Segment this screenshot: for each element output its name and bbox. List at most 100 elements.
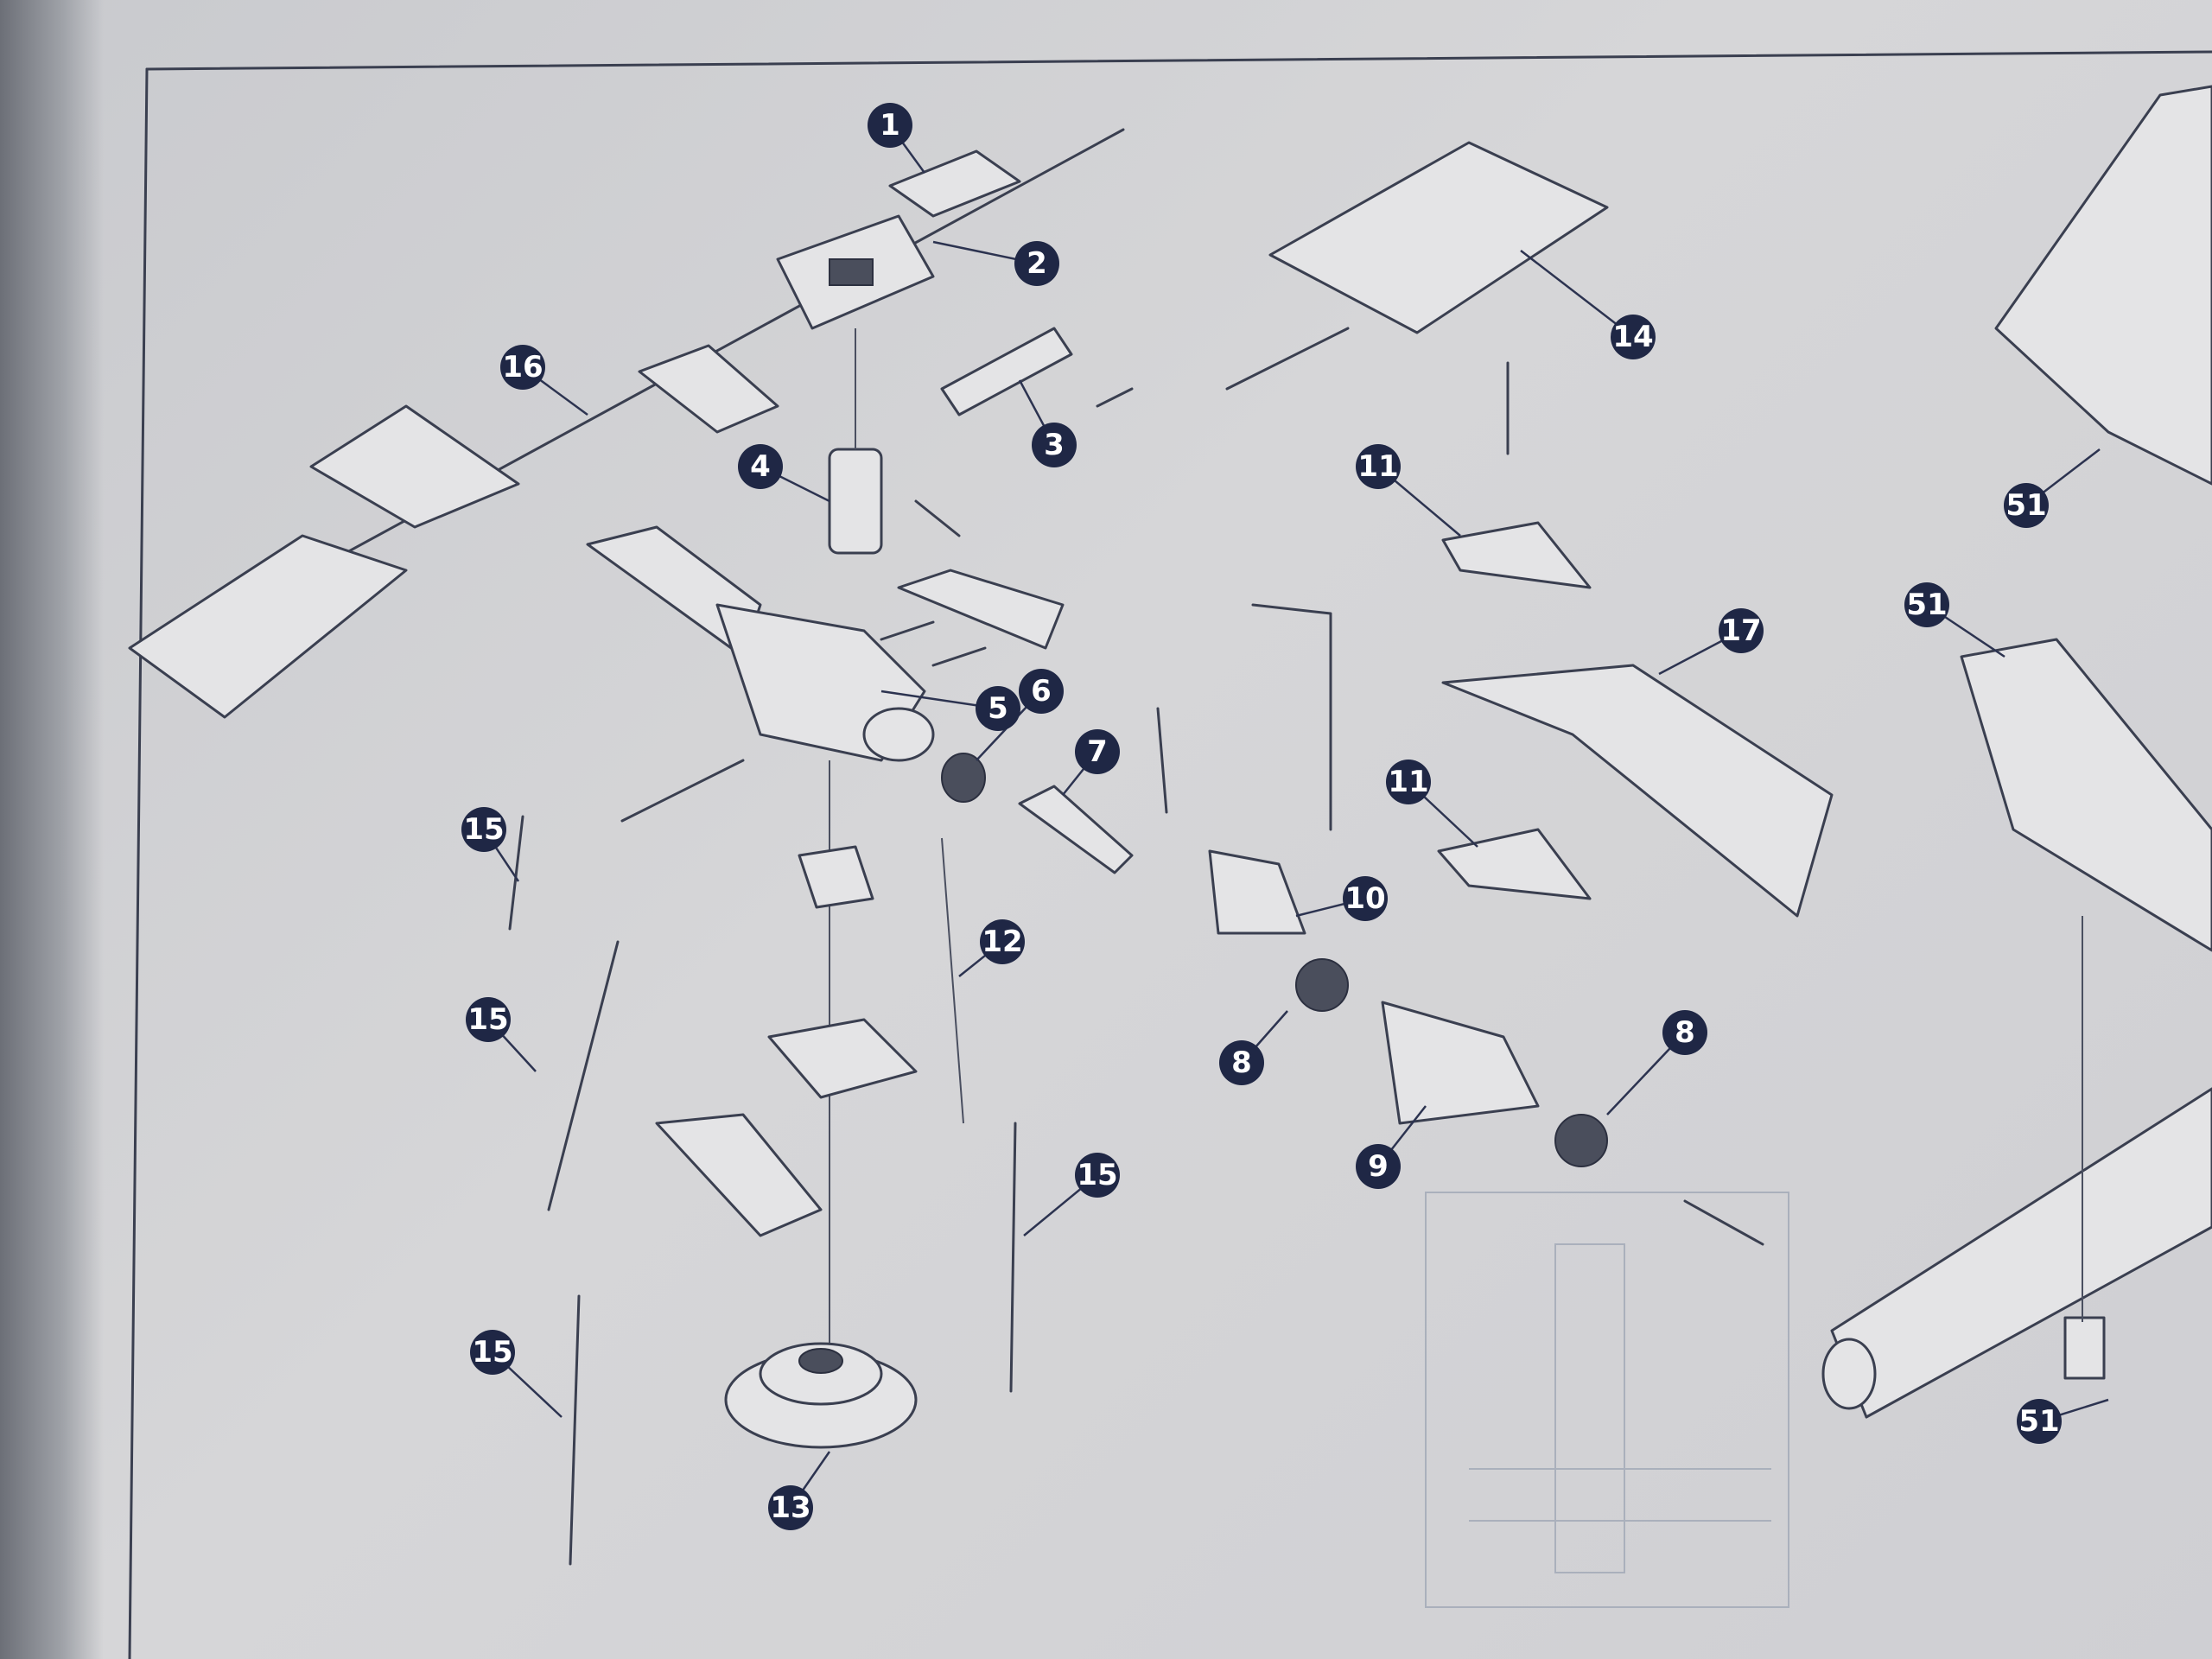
svg-text:9: 9 (1368, 1149, 1389, 1184)
callout-16: 16 (500, 345, 545, 390)
callout-12: 12 (980, 919, 1025, 964)
washout-base (767, 1018, 918, 1099)
callout-15d: 15 (470, 1330, 515, 1375)
tail-bearing-right (1554, 1114, 1608, 1167)
svg-text:15: 15 (467, 1002, 508, 1037)
tail-rotor-hub (1208, 849, 1764, 1246)
pushrod-right (1251, 603, 1332, 831)
callout-15a: 15 (461, 807, 506, 852)
svg-text:14: 14 (1612, 320, 1653, 354)
svg-text:10: 10 (1344, 881, 1385, 916)
callout-6: 6 (1019, 669, 1064, 714)
svg-text:2: 2 (1027, 246, 1047, 281)
tail-hub-bolt (1683, 1199, 1764, 1246)
tail-fin (1441, 664, 1834, 918)
hub-bore (862, 707, 935, 762)
callout-7: 7 (1075, 729, 1120, 774)
callout-5: 5 (976, 686, 1020, 731)
washout-assembly (655, 837, 964, 1237)
svg-text:16: 16 (502, 350, 543, 385)
tail-bearing-left (1295, 958, 1349, 1012)
tail-mounts (1437, 361, 1834, 918)
callout-51c: 51 (2017, 1399, 2062, 1444)
callout-11a: 11 (1356, 444, 1401, 489)
frame-left-border (128, 67, 149, 1659)
flybar-assembly (128, 128, 1125, 719)
damper-rubber (941, 753, 986, 803)
vertical-fin (1994, 85, 2212, 486)
blade-grip-left (586, 525, 762, 658)
spindle-shaft (1018, 785, 1134, 874)
callout-51a: 51 (2004, 483, 2049, 528)
svg-text:15: 15 (472, 1335, 512, 1370)
boom-clamp (2063, 1316, 2106, 1380)
svg-text:4: 4 (750, 449, 771, 484)
background-print-through (1425, 1192, 1789, 1608)
seesaw-parts (776, 149, 1021, 330)
svg-text:51: 51 (2005, 488, 2046, 523)
svg-text:15: 15 (463, 812, 504, 847)
callout-8b: 8 (1662, 1010, 1707, 1055)
svg-text:5: 5 (988, 691, 1008, 726)
flybar-paddle-left (128, 534, 408, 719)
svg-text:51: 51 (1906, 588, 1947, 622)
pushrod-long-center (1009, 1122, 1017, 1393)
pushrod-short (508, 815, 524, 931)
mount-plate-upper (1441, 521, 1592, 589)
svg-text:11: 11 (1357, 449, 1398, 484)
horizontal-stabiliser (1225, 141, 1609, 391)
tail-pitch-plate (1208, 849, 1306, 935)
seesaw-arm (888, 149, 1021, 218)
head-block (828, 448, 883, 555)
svg-text:17: 17 (1720, 613, 1761, 648)
svg-text:8: 8 (1675, 1015, 1695, 1050)
svg-text:8: 8 (1231, 1046, 1252, 1080)
callout-9: 9 (1356, 1144, 1401, 1189)
washout-bracket-line (941, 837, 964, 1124)
damper-plate (897, 569, 1065, 650)
callout-leaders (482, 124, 2109, 1509)
tail-hub (1381, 1001, 1540, 1125)
svg-text:15: 15 (1077, 1158, 1117, 1192)
callout-15c: 15 (1075, 1153, 1120, 1198)
callout-2: 2 (1014, 241, 1059, 286)
pushrod-bottom (569, 1294, 581, 1566)
pin (914, 499, 961, 537)
stabiliser-rod (1225, 327, 1350, 391)
svg-text:6: 6 (1031, 674, 1052, 709)
swashplate (724, 1342, 918, 1449)
flybar-control-arm (638, 344, 779, 434)
pushrods (508, 603, 1332, 1566)
yoke-slot (829, 258, 874, 286)
callout-51b: 51 (1904, 582, 1949, 627)
pushrod-long-left (547, 940, 620, 1211)
svg-text:51: 51 (2018, 1404, 2059, 1439)
head-block-part (828, 328, 961, 555)
callout-11b: 11 (1386, 760, 1431, 804)
svg-text:7: 7 (1087, 734, 1108, 769)
callout-13: 13 (768, 1485, 813, 1530)
frame-top-border (145, 50, 2212, 71)
tail-boom-end (1821, 1338, 1877, 1410)
callout-15b: 15 (466, 997, 511, 1042)
page-binding-shadow (0, 0, 104, 1659)
swashplate-bearing (798, 1348, 843, 1374)
mount-plate-lower (1437, 828, 1592, 900)
main-rotor-hub (586, 525, 1065, 823)
callout-3: 3 (1032, 423, 1077, 467)
washout-link-arm (655, 1113, 823, 1237)
flybar-paddle-left-top (309, 404, 520, 529)
mixing-lever-bolt (1096, 387, 1134, 408)
canopy-panel (1960, 638, 2212, 952)
callout-14: 14 (1611, 315, 1656, 359)
svg-text:13: 13 (770, 1491, 810, 1525)
washout-collar (798, 845, 874, 909)
svg-text:11: 11 (1388, 765, 1428, 799)
mixing-lever (940, 327, 1073, 416)
callout-10: 10 (1343, 876, 1388, 921)
hub-bolt (620, 759, 745, 823)
svg-text:1: 1 (880, 108, 900, 143)
fuselage-parts (1821, 85, 2212, 1419)
stabiliser-panel (1268, 141, 1609, 334)
